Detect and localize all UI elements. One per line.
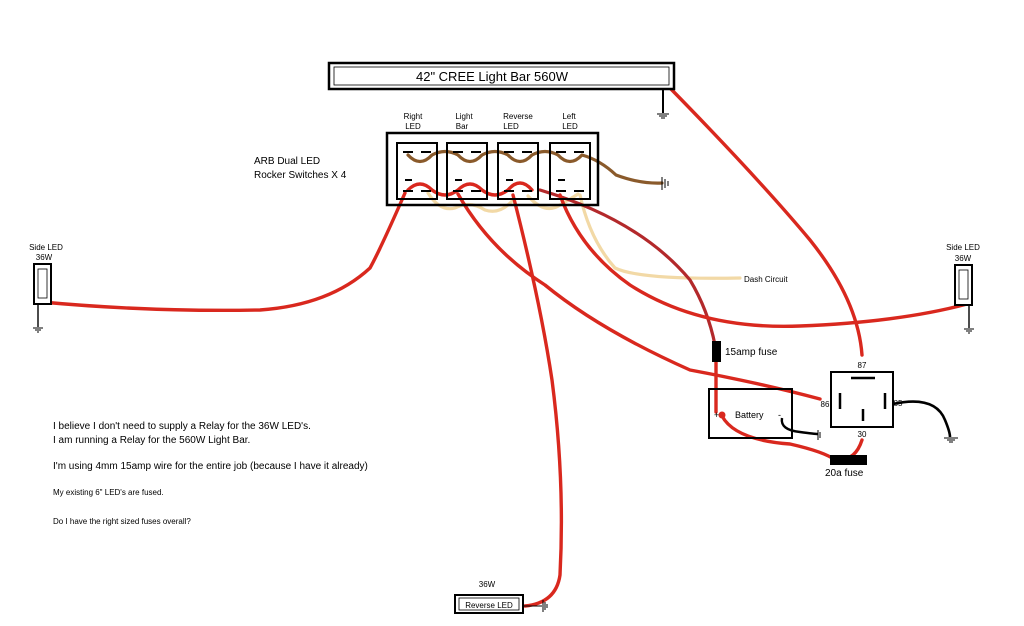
note-line: I'm using 4mm 15amp wire for the entire … [53,461,368,472]
ground-icon [661,177,669,190]
battery-ground-wire [780,417,819,436]
reverse-led: 36W Reverse LED [454,580,548,614]
red-wire-lightbar-switch [456,192,822,401]
battery-label: Battery [735,410,764,420]
dash-circuit-label: Dash Circuit [744,275,788,284]
rocker-switch-panel: Right LED Light Bar Reverse LED Left LED [385,112,600,207]
red-wire-switch-feed [406,181,534,197]
switch-panel-label-line1: ARB Dual LED [254,156,320,167]
notes: I believe I don't need to supply a Relay… [53,421,368,526]
side-led-left-wattage: 36W [36,253,53,262]
battery-plus: + [714,410,719,420]
note-line: I believe I don't need to supply a Relay… [53,421,311,432]
relay-pin-87: 87 [858,361,867,370]
brown-wire [406,149,664,185]
ground-icon [964,328,974,334]
note-line: I am running a Relay for the 560W Light … [53,435,250,446]
side-led-right-wattage: 36W [955,254,972,263]
fuse-20a-label: 20a fuse [825,468,864,479]
relay-85-ground-wire [892,400,952,438]
red-wire-right-side-led [558,193,969,329]
ground-icon [33,327,43,333]
note-line: My existing 6" LED's are fused. [53,488,164,497]
switch-label-left-line1: Left [562,112,576,121]
side-led-left: Side LED 36W [29,243,63,333]
side-led-right-label: Side LED [946,243,980,252]
switch-label-right-line1: Right [404,112,423,121]
switch-label-lightbar-line2: Bar [456,122,469,131]
relay-pin-86: 86 [821,400,830,409]
fuse-20a [830,455,867,465]
relay-pin-85: 85 [894,399,903,408]
ground-icon [944,437,958,443]
relay-pin-30: 30 [858,430,867,439]
side-led-left-label: Side LED [29,243,63,252]
switch-label-reverse-line1: Reverse [503,112,533,121]
side-led-right: Side LED 36W [946,243,980,334]
battery-positive-terminal [718,411,726,419]
switch-label-right-line2: LED [405,122,421,131]
reverse-led-label: Reverse LED [465,601,513,610]
ground-icon [657,113,669,119]
ground-icon [817,430,821,440]
red-wire-lightbar-87 [668,86,864,357]
relay: 87 86 85 30 [821,361,903,439]
note-line: Do I have the right sized fuses overall? [53,517,191,526]
light-bar: 42" CREE Light Bar 560W [327,61,676,119]
switch-label-reverse-line2: LED [503,122,519,131]
switch-panel-label-line2: Rocker Switches X 4 [254,170,347,181]
red-wire-left-side-led [40,191,407,313]
battery: + Battery - [708,388,793,439]
red-wire-reverse-led [511,193,564,608]
fuse-15amp [712,341,721,362]
ground-icon [542,600,548,612]
reverse-led-wattage: 36W [479,580,496,589]
light-bar-label: 42" CREE Light Bar 560W [416,69,569,84]
battery-minus: - [778,410,781,420]
switch-label-left-line2: LED [562,122,578,131]
fuse-15amp-label: 15amp fuse [725,347,778,358]
switch-label-lightbar-line1: Light [455,112,473,121]
